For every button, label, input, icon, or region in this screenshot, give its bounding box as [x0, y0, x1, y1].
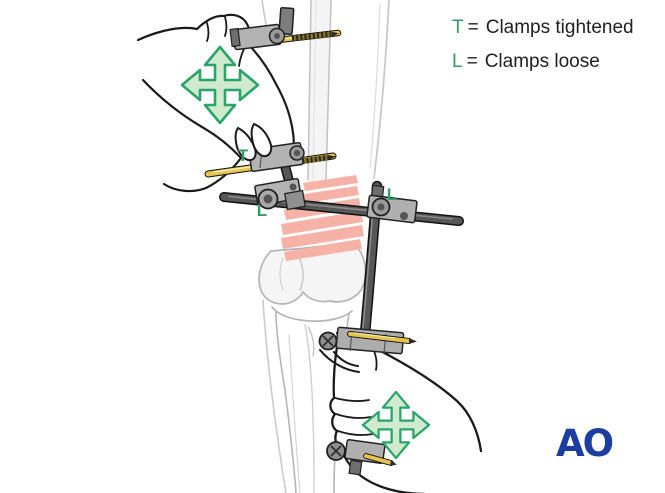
legend-label-tightened: Clamps tightened	[485, 17, 634, 38]
leg-illustration	[258, 0, 390, 493]
legend-symbol-l: L	[452, 51, 463, 72]
clamp-post	[278, 6, 295, 36]
proximal-pin-clamp	[229, 6, 342, 51]
label-clamp-l-left: L	[257, 201, 267, 220]
legend-symbol-t: T	[452, 17, 464, 38]
pinching-fingertips	[234, 122, 273, 162]
clamp-labels: T L L	[238, 146, 397, 220]
legend-label-loose: Clamps loose	[484, 51, 600, 72]
right-l-clamp	[366, 184, 418, 224]
schanz-pin	[364, 454, 393, 465]
left-l-clamp	[254, 177, 307, 211]
label-clamp-t: T	[238, 146, 249, 165]
legend-equals: =	[466, 51, 478, 72]
schanz-pin	[347, 331, 412, 344]
legend-equals: =	[467, 17, 479, 38]
tibial-plateau	[271, 306, 353, 322]
distal-pin-clamp-2	[326, 438, 397, 476]
distal-pin-clamp-1	[318, 326, 417, 355]
label-clamp-l-right: L	[387, 185, 397, 204]
legend-row-loose: L = Clamps loose	[452, 51, 634, 73]
ao-logo: AO	[556, 422, 614, 465]
legend-row-tightened: T = Clamps tightened	[452, 17, 634, 39]
legend: T = Clamps tightened L = Clamps loose	[452, 17, 634, 85]
thumb-grip-lines	[318, 348, 361, 374]
